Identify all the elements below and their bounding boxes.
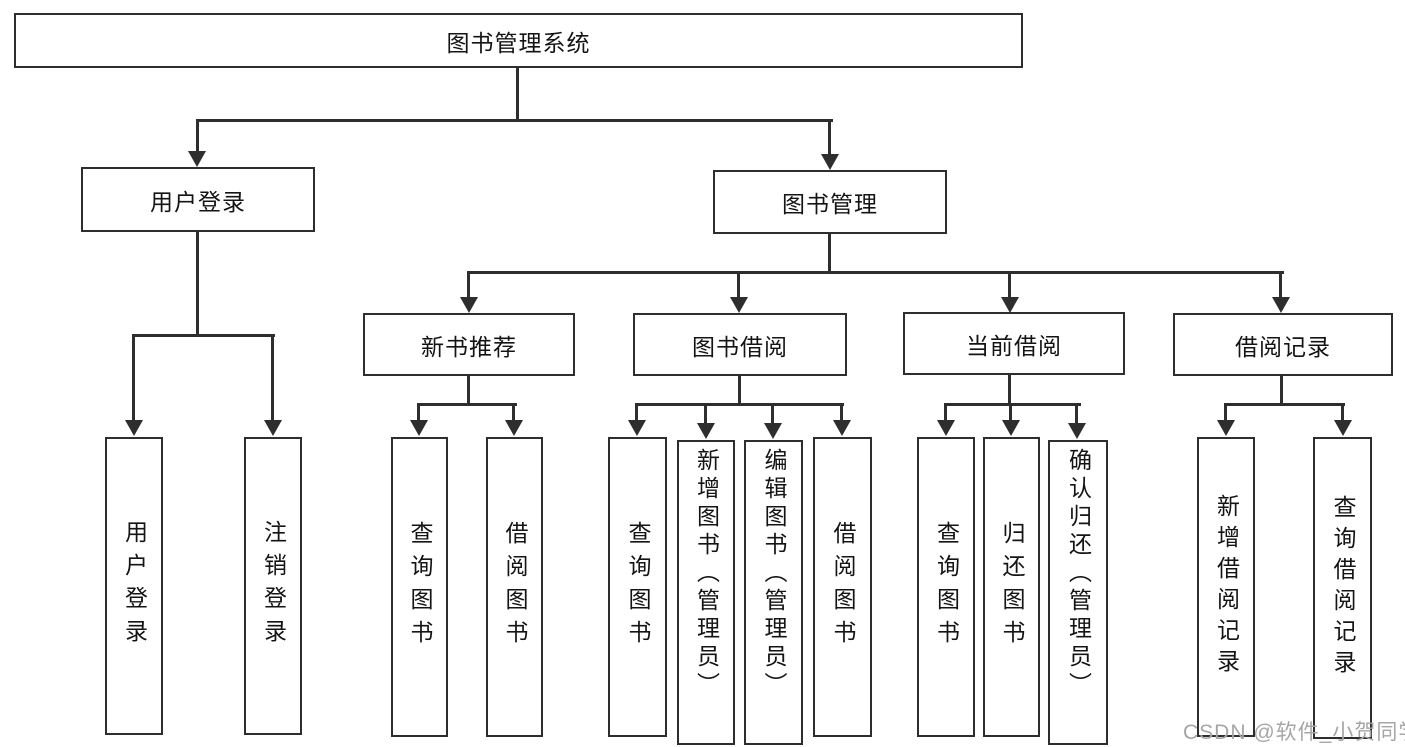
connector-to-leaf-logout — [271, 334, 274, 421]
connector-to-bb-query — [635, 403, 638, 421]
arrow-down-icon — [1217, 420, 1235, 436]
connector-to-current-borrow — [1008, 271, 1011, 298]
connector-to-borrow-records — [1279, 271, 1282, 298]
connector-to-book-mgmt — [828, 119, 831, 155]
connector-to-br-query — [1341, 403, 1344, 421]
leaf-br-query-record-label: 查询借阅记录 — [1330, 495, 1356, 681]
connector-user-login-spread — [132, 334, 275, 337]
connector-to-bb-borrow — [840, 403, 843, 421]
leaf-cb-return-books: 归还图书 — [983, 437, 1040, 737]
leaf-logout-label: 注销登录 — [260, 520, 287, 652]
arrow-down-icon — [821, 154, 839, 170]
connector-root-spread — [196, 119, 833, 122]
node-borrow-records: 借阅记录 — [1173, 313, 1393, 376]
leaf-user-login: 用户登录 — [105, 437, 163, 735]
connector-to-leaf-login — [132, 334, 135, 421]
arrow-down-icon — [264, 420, 282, 436]
arrow-down-icon — [730, 297, 748, 313]
node-book-borrow-label: 图书借阅 — [692, 333, 788, 360]
connector-to-bb-add — [704, 403, 707, 424]
connector-to-user-login — [196, 119, 199, 152]
leaf-br-add-record-label: 新增借阅记录 — [1213, 494, 1240, 680]
node-book-borrow: 图书借阅 — [633, 313, 847, 376]
connector-current-borrow-drop — [1008, 375, 1011, 406]
node-root-label: 图书管理系统 — [446, 29, 591, 56]
leaf-bb-borrow-books: 借阅图书 — [813, 437, 872, 737]
leaf-br-query-record: 查询借阅记录 — [1313, 437, 1372, 739]
connector-root-drop — [516, 68, 519, 121]
arrow-down-icon — [1068, 423, 1086, 439]
connector-to-book-borrow — [737, 271, 740, 298]
connector-to-cb-confirm — [1075, 403, 1078, 424]
connector-borrow-records-spread — [1224, 403, 1345, 406]
leaf-nb-query-books: 查询图书 — [391, 437, 448, 737]
leaf-bb-edit-books-admin: 编辑图书（管理员） — [744, 440, 803, 745]
leaf-bb-add-books-admin-label: 新增图书（管理员） — [693, 448, 720, 700]
connector-user-login-drop — [196, 230, 199, 337]
leaf-br-add-record: 新增借阅记录 — [1197, 437, 1255, 737]
arrow-down-icon — [1001, 297, 1019, 313]
node-new-book-rec: 新书推荐 — [363, 313, 575, 376]
arrow-down-icon — [505, 420, 523, 436]
leaf-bb-query-books: 查询图书 — [608, 437, 667, 737]
leaf-nb-borrow-books: 借阅图书 — [486, 437, 543, 737]
node-new-book-rec-label: 新书推荐 — [421, 333, 517, 360]
leaf-bb-edit-books-admin-label: 编辑图书（管理员） — [761, 448, 787, 700]
arrow-down-icon — [833, 420, 851, 436]
arrow-down-icon — [460, 297, 478, 313]
leaf-cb-confirm-return-admin-label: 确认归还（管理员） — [1065, 448, 1092, 700]
leaf-bb-query-books-label: 查询图书 — [625, 521, 651, 653]
connector-book-mgmt-spread — [467, 271, 1284, 274]
leaf-user-login-label: 用户登录 — [121, 520, 148, 652]
connector-current-borrow-spread — [944, 403, 1081, 406]
connector-book-borrow-drop — [738, 376, 741, 406]
arrow-down-icon — [764, 423, 782, 439]
node-current-borrow: 当前借阅 — [903, 312, 1125, 375]
arrow-down-icon — [628, 420, 646, 436]
node-current-borrow-label: 当前借阅 — [966, 332, 1062, 359]
leaf-logout: 注销登录 — [244, 437, 302, 735]
leaf-cb-query-books-label: 查询图书 — [933, 521, 960, 653]
arrow-down-icon — [1002, 420, 1020, 436]
csdn-watermark: CSDN @软件_小贺同学 — [1183, 721, 1405, 744]
node-book-mgmt: 图书管理 — [713, 170, 947, 234]
node-book-mgmt-label: 图书管理 — [782, 191, 878, 217]
connector-book-borrow-spread — [635, 403, 844, 406]
arrow-down-icon — [697, 423, 715, 439]
arrow-down-icon — [1272, 297, 1290, 313]
connector-book-mgmt-drop — [828, 234, 831, 274]
connector-to-cb-return — [1009, 403, 1012, 421]
leaf-cb-return-books-label: 归还图书 — [999, 521, 1025, 653]
connector-new-book-rec-spread — [417, 403, 517, 406]
connector-to-nb-query — [417, 403, 420, 421]
node-borrow-records-label: 借阅记录 — [1235, 333, 1331, 360]
arrow-down-icon — [125, 420, 143, 436]
connector-to-nb-borrow — [512, 403, 515, 421]
node-root: 图书管理系统 — [14, 13, 1023, 68]
leaf-cb-query-books: 查询图书 — [917, 437, 975, 737]
connector-borrow-records-drop — [1280, 376, 1283, 406]
leaf-nb-borrow-books-label: 借阅图书 — [502, 521, 528, 653]
connector-to-new-book-rec — [467, 271, 470, 298]
node-user-login: 用户登录 — [81, 167, 315, 232]
arrow-down-icon — [937, 420, 955, 436]
leaf-cb-confirm-return-admin: 确认归还（管理员） — [1048, 440, 1108, 745]
leaf-nb-query-books-label: 查询图书 — [407, 521, 433, 653]
arrow-down-icon — [1334, 420, 1352, 436]
arrow-down-icon — [410, 420, 428, 436]
connector-to-cb-query — [944, 403, 947, 421]
node-user-login-label: 用户登录 — [150, 188, 246, 215]
leaf-bb-add-books-admin: 新增图书（管理员） — [677, 440, 735, 745]
connector-to-bb-edit — [771, 403, 774, 424]
connector-new-book-rec-drop — [467, 376, 470, 406]
arrow-down-icon — [188, 151, 206, 167]
leaf-bb-borrow-books-label: 借阅图书 — [830, 521, 856, 653]
connector-to-br-add — [1224, 403, 1227, 421]
